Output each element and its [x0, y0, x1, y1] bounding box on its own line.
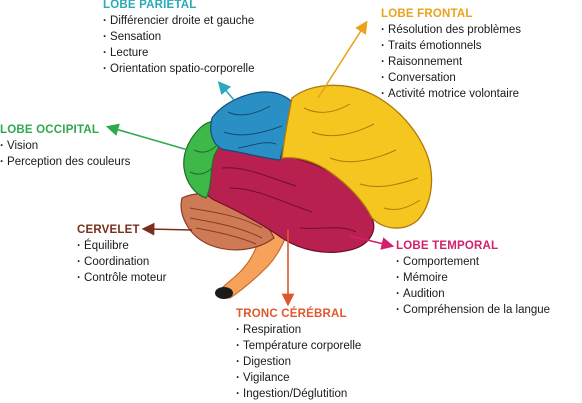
- tronc-title: TRONC CÉRÉBRAL: [236, 308, 347, 320]
- list-item: Respiration: [236, 322, 361, 338]
- frontal-label-block: LOBE FRONTAL Résolution des problèmes Tr…: [381, 7, 521, 102]
- list-item: Vision: [0, 138, 130, 154]
- tronc-label-block: TRONC CÉRÉBRAL Respiration Température c…: [236, 307, 361, 402]
- list-item: Température corporelle: [236, 338, 361, 354]
- list-item: Lecture: [103, 45, 255, 61]
- list-item: Différencier droite et gauche: [103, 13, 255, 29]
- occipital-label-block: LOBE OCCIPITAL Vision Perception des cou…: [0, 123, 130, 170]
- cervelet-label-block: CERVELET Équilibre Coordination Contrôle…: [77, 223, 167, 286]
- frontal-arrow: [317, 20, 368, 99]
- cervelet-arrow: [141, 222, 193, 236]
- list-item: Équilibre: [77, 238, 167, 254]
- parietal-arrow: [217, 81, 235, 101]
- temporal-list: Comportement Mémoire Audition Compréhens…: [396, 254, 550, 318]
- parietal-list: Différencier droite et gauche Sensation …: [103, 13, 255, 77]
- list-item: Ingestion/Déglutition: [236, 386, 361, 402]
- list-item: Digestion: [236, 354, 361, 370]
- parietal-lobe-region: [210, 91, 297, 161]
- cervelet-title: CERVELET: [77, 224, 140, 236]
- occipital-title: LOBE OCCIPITAL: [0, 124, 100, 136]
- occipital-list: Vision Perception des couleurs: [0, 138, 130, 170]
- tronc-list: Respiration Température corporelle Diges…: [236, 322, 361, 402]
- list-item: Conversation: [381, 70, 521, 86]
- list-item: Comportement: [396, 254, 550, 270]
- list-item: Coordination: [77, 254, 167, 270]
- list-item: Activité motrice volontaire: [381, 86, 521, 102]
- temporal-arrow: [349, 235, 395, 250]
- list-item: Raisonnement: [381, 54, 521, 70]
- frontal-lobe-region: [281, 84, 433, 229]
- list-item: Vigilance: [236, 370, 361, 386]
- temporal-title: LOBE TEMPORAL: [396, 240, 499, 252]
- list-item: Audition: [396, 286, 550, 302]
- temporal-lobe-region: [197, 145, 375, 253]
- list-item: Perception des couleurs: [0, 154, 130, 170]
- parietal-title: LOBE PARIÉTAL: [103, 0, 197, 11]
- list-item: Résolution des problèmes: [381, 22, 521, 38]
- list-item: Sensation: [103, 29, 255, 45]
- brainstem-region: [215, 227, 289, 299]
- temporal-label-block: LOBE TEMPORAL Comportement Mémoire Audit…: [396, 239, 550, 318]
- frontal-title: LOBE FRONTAL: [381, 8, 473, 20]
- list-item: Orientation spatio-corporelle: [103, 61, 254, 77]
- list-item: Traits émotionnels: [381, 38, 521, 54]
- frontal-list: Résolution des problèmes Traits émotionn…: [381, 22, 521, 102]
- list-item: Compréhension de la langue: [396, 302, 550, 318]
- cervelet-list: Équilibre Coordination Contrôle moteur: [77, 238, 167, 286]
- list-item: Mémoire: [396, 270, 550, 286]
- occipital-arrow: [105, 123, 189, 151]
- list-item: Contrôle moteur: [77, 270, 166, 286]
- parietal-label-block: LOBE PARIÉTAL Différencier droite et gau…: [103, 0, 255, 77]
